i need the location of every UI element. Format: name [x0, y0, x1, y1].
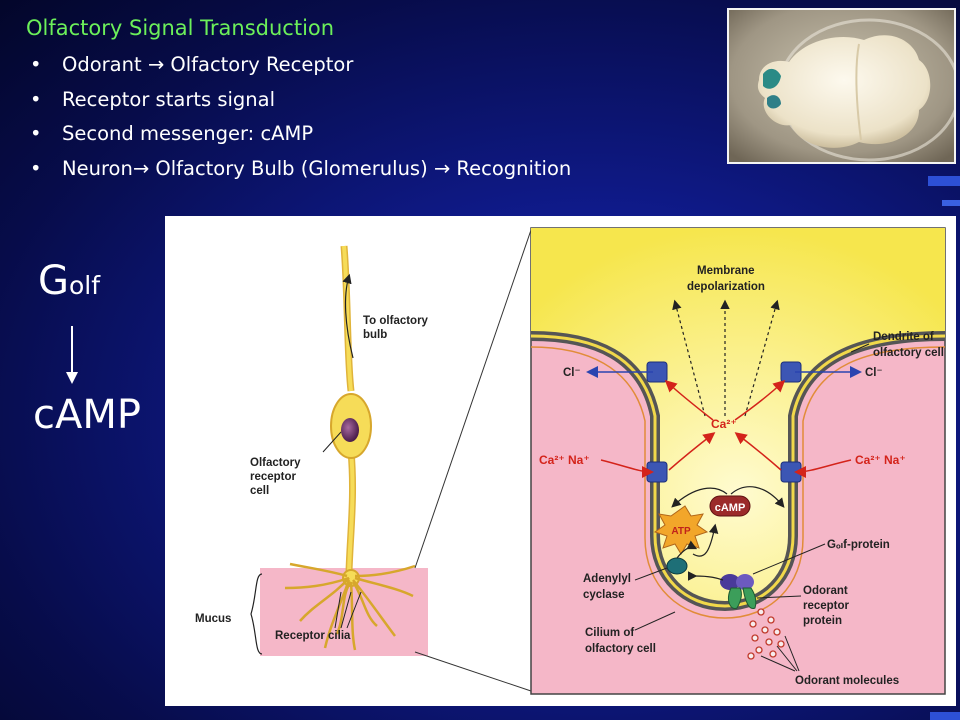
down-arrow-icon [66, 326, 78, 384]
nucleus [341, 418, 359, 442]
odorant-receptor-label: receptor [803, 600, 850, 612]
bullet-text: Receptor starts signal [62, 87, 276, 111]
dendrite-label: olfactory cell [873, 347, 944, 359]
odorant-receptor-label: protein [803, 615, 842, 627]
to-bulb-label: To olfactory [363, 315, 429, 327]
bullet-dot-icon: • [30, 122, 42, 145]
g-protein-icon [720, 574, 754, 590]
olfactory-diagram: To olfactory bulb Olfactory receptor cel… [165, 216, 956, 706]
ca-center-label: Ca²⁺ [711, 417, 737, 431]
golf-protein-label: Gₒₗf-protein [827, 539, 890, 551]
odorant-molecules-label: Odorant molecules [795, 675, 899, 687]
odorant-molecules [747, 608, 785, 660]
ca-na-left-label: Ca²⁺ Na⁺ [539, 453, 590, 467]
camp-pill-label: cAMP [715, 502, 746, 514]
bullet-list: • Odorant → Olfactory Receptor • Receptor … [26, 52, 571, 190]
bullet-dot-icon: • [30, 156, 42, 180]
adenylyl-cyclase-icon [666, 557, 688, 575]
decorative-bar [942, 200, 960, 206]
dendrite-label: Dendrite of [873, 331, 934, 343]
adenylyl-label: Adenylyl [583, 573, 631, 585]
mucus-brace [250, 573, 263, 655]
adenylyl-label: cyclase [583, 589, 625, 601]
to-bulb-label: bulb [363, 329, 387, 341]
bullet-text: Neuron→ Olfactory Bulb (Glomerulus) → Re… [62, 156, 572, 180]
cl-left-label: Cl⁻ [563, 367, 581, 379]
receptor-cell-label: receptor [250, 471, 297, 483]
membrane-label: depolarization [687, 281, 765, 293]
mouse-brain-photo [727, 8, 956, 164]
bullet-item: • Receptor starts signal [26, 87, 571, 122]
diagram-svg: To olfactory bulb Olfactory receptor cel… [195, 227, 946, 695]
odorant-receptor-icon [728, 587, 757, 610]
receptor-cilia [284, 562, 416, 651]
cl-right-label: Cl⁻ [865, 367, 883, 379]
to-bulb-arrow [342, 273, 354, 359]
slide-title: Olfactory Signal Transduction [26, 16, 335, 40]
bullet-item: • Odorant → Olfactory Receptor [26, 52, 571, 87]
receptor-cell-label: cell [250, 485, 269, 497]
receptor-cell-label: Olfactory [250, 457, 301, 469]
g-olf-label: Golf [38, 258, 100, 304]
membrane-label: Membrane [697, 265, 755, 277]
mucus-label: Mucus [195, 613, 231, 625]
ca-na-right-label: Ca²⁺ Na⁺ [855, 453, 906, 467]
bullet-text: Second messenger: cAMP [62, 122, 314, 145]
brain-photo-icon [729, 10, 954, 162]
cilium-label: olfactory cell [585, 643, 656, 655]
zoom-panel: Membrane depolarization Cl⁻ Cl⁻ Ca²⁺ Ca²… [530, 227, 946, 695]
bullet-item: • Neuron→ Olfactory Bulb (Glomerulus) → R… [26, 156, 571, 191]
camp-label: cAMP [33, 392, 141, 438]
atp-label: ATP [671, 526, 691, 537]
bullet-dot-icon: • [30, 53, 42, 76]
bullet-item: • Second messenger: cAMP [26, 121, 571, 156]
ion-channel-icon [646, 361, 802, 483]
receptor-cilia-label: Receptor cilia [275, 630, 351, 642]
cilium-label: Cilium of [585, 627, 634, 639]
decorative-bar [928, 176, 960, 186]
decorative-bar [930, 712, 960, 720]
camp-pill [709, 495, 751, 517]
g-letter: G [38, 258, 69, 304]
odorant-receptor-label: Odorant [803, 585, 848, 597]
bullet-text: Odorant → Olfactory Receptor [62, 53, 354, 76]
bullet-dot-icon: • [30, 87, 42, 111]
g-subscript: olf [69, 271, 101, 300]
